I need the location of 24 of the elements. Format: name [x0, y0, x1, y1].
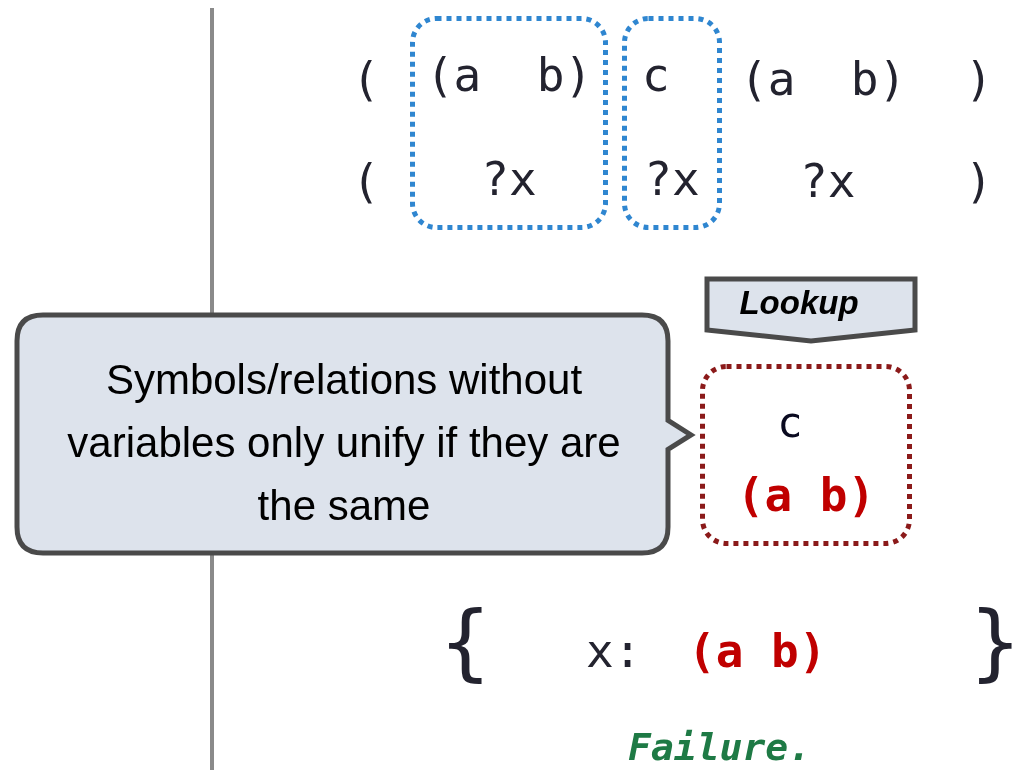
lookup-tag — [704, 276, 918, 344]
code-text: ?x — [480, 156, 538, 202]
speech-bubble — [14, 312, 694, 556]
code-text: ) — [965, 158, 993, 204]
code-text: c — [642, 52, 671, 98]
code-text: (a b) — [735, 472, 877, 518]
code-text: (a b) — [424, 52, 594, 98]
code-text: (a b) — [740, 56, 907, 102]
status-text: Failure. — [628, 728, 812, 766]
code-text: ) — [965, 56, 993, 102]
code-text: ( — [352, 158, 380, 204]
brace-symbol: { — [440, 600, 491, 684]
code-text: (a b) — [688, 628, 827, 674]
code-text: ( — [352, 56, 380, 102]
tag-text: Lookup — [738, 286, 860, 319]
code-text: ?x — [800, 158, 856, 204]
callout-text: Symbols/relations without variables only unify if they are the same — [66, 355, 622, 531]
dotted-group-box — [622, 16, 722, 230]
code-text: c — [776, 402, 804, 444]
dotted-result-box — [700, 364, 912, 546]
code-text: x: — [586, 628, 642, 674]
code-text: ?x — [643, 156, 701, 202]
brace-symbol: } — [970, 600, 1015, 684]
dotted-group-box — [410, 16, 608, 230]
